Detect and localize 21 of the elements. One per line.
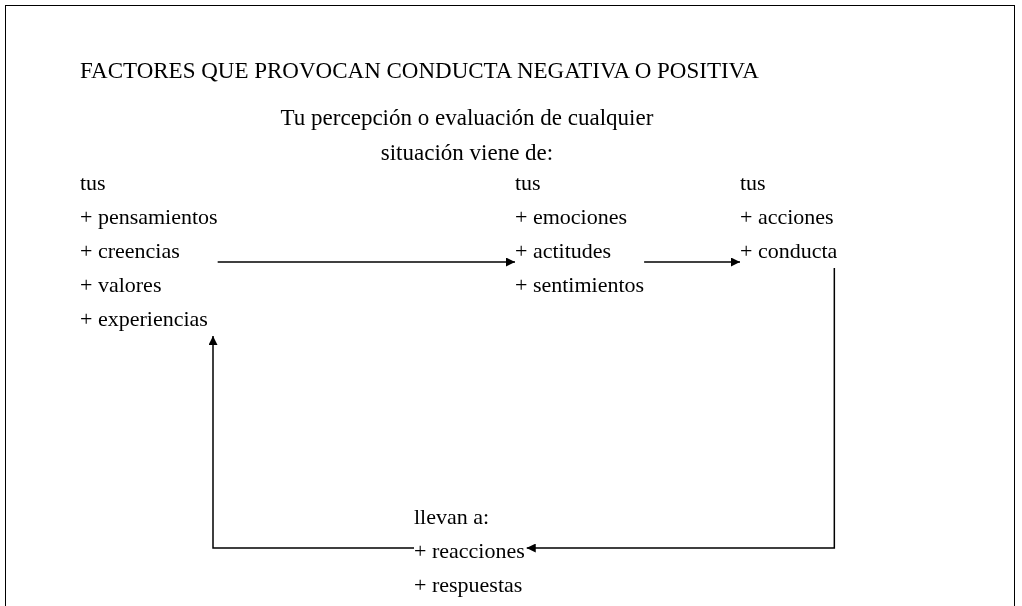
diagram-title: FACTORES QUE PROVOCAN CONDUCTA NEGATIVA O POSITIVA: [80, 58, 759, 84]
arrow: [643, 257, 741, 267]
list-item: + reacciones: [414, 537, 525, 565]
list-item: + valores: [80, 271, 162, 299]
arrow: [208, 335, 415, 549]
list-item: + respuestas: [414, 571, 523, 599]
list-item: + pensamientos: [80, 203, 218, 231]
list-item: + creencias: [80, 237, 180, 265]
arrow: [526, 267, 836, 553]
arrow: [216, 257, 516, 267]
group-heading: tus: [740, 169, 766, 197]
group-heading: tus: [80, 169, 106, 197]
list-item: + actitudes: [515, 237, 612, 265]
subtitle-text: Tu percepción o evaluación de cualquier situación viene de:: [279, 104, 655, 167]
list-item: + conducta: [740, 237, 838, 265]
list-item: + sentimientos: [515, 271, 645, 299]
list-item: + emociones: [515, 203, 627, 231]
group-heading: llevan a:: [414, 503, 490, 531]
list-item: + acciones: [740, 203, 834, 231]
list-item: + experiencias: [80, 305, 208, 333]
group-heading: tus: [515, 169, 541, 197]
